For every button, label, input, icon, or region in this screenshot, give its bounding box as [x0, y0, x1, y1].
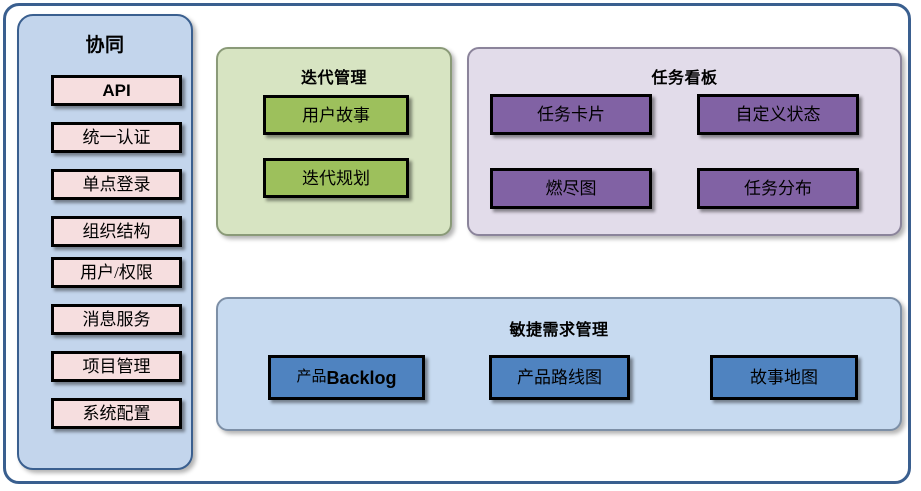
sidebar-item-api[interactable]: API	[51, 75, 182, 106]
sidebar-item-system-config[interactable]: 系统配置	[51, 398, 182, 429]
sidebar-item-project-management[interactable]: 项目管理	[51, 351, 182, 382]
group-collaboration-title: 协同	[85, 35, 125, 56]
agile-item-story-map[interactable]: 故事地图	[710, 355, 858, 400]
taskboard-item-task-card[interactable]: 任务卡片	[490, 94, 652, 135]
group-task-board-title: 任务看板	[651, 70, 718, 87]
label-latin-part: Backlog	[326, 367, 397, 388]
taskboard-item-task-distribution[interactable]: 任务分布	[697, 168, 859, 209]
taskboard-item-burndown-chart[interactable]: 燃尽图	[490, 168, 652, 209]
sidebar-item-message-service[interactable]: 消息服务	[51, 304, 182, 335]
group-iteration-title: 迭代管理	[300, 70, 367, 87]
agile-item-product-roadmap[interactable]: 产品路线图	[489, 355, 630, 400]
sidebar-item-org-structure[interactable]: 组织结构	[51, 216, 182, 247]
group-iteration-management[interactable]: 迭代管理	[216, 47, 452, 236]
label-cjk-part: 产品	[296, 369, 327, 385]
sidebar-item-unified-auth[interactable]: 统一认证	[51, 122, 182, 153]
group-agile-title: 敏捷需求管理	[509, 322, 609, 339]
sidebar-item-user-permission[interactable]: 用户/权限	[51, 257, 182, 288]
iteration-item-iteration-planning[interactable]: 迭代规划	[263, 158, 409, 198]
iteration-item-user-story[interactable]: 用户故事	[263, 95, 409, 135]
taskboard-item-custom-status[interactable]: 自定义状态	[697, 94, 859, 135]
group-collaboration[interactable]: 协同 API 统一认证 单点登录 组织结构 用户/权限 消息服务 项目管理 系统…	[17, 14, 193, 470]
sidebar-item-single-sign-on[interactable]: 单点登录	[51, 169, 182, 200]
